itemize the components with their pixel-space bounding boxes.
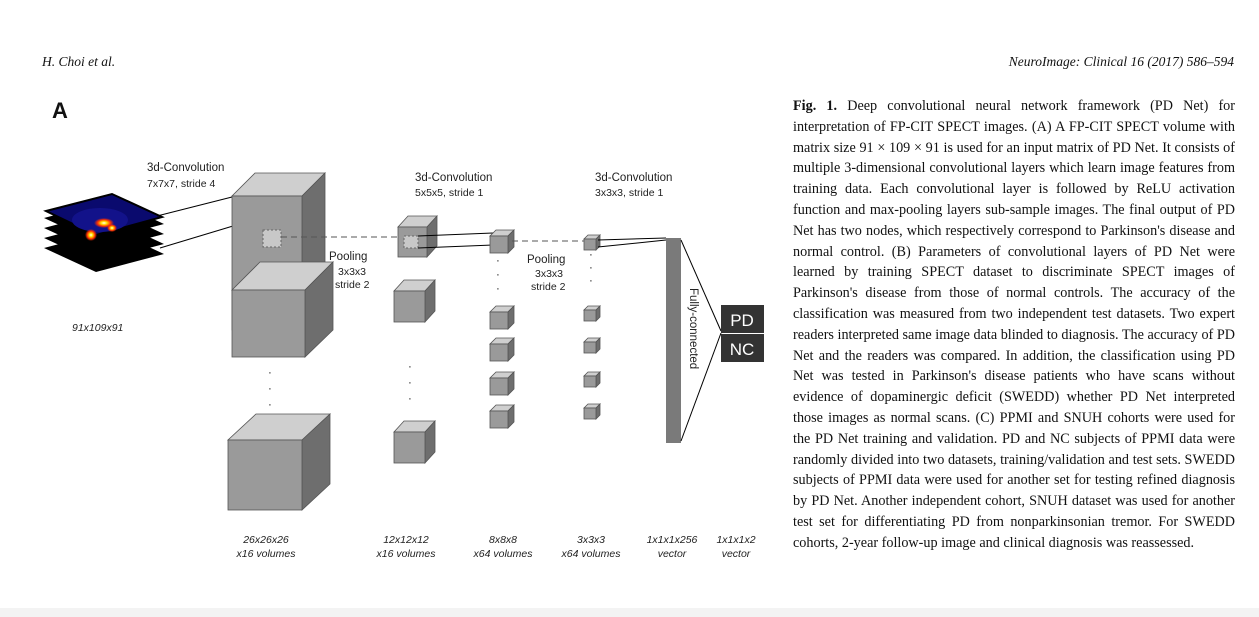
- caption-text: Deep convolutional neural network framew…: [793, 98, 1235, 551]
- network-diagram: 91x109x91 3d-Convolution 7x7x7, stride 4…: [43, 162, 764, 560]
- conv2-cube-1: [489, 229, 515, 254]
- conv3-cube-5: [583, 403, 601, 420]
- conv1-params: 7x7x7, stride 4: [147, 178, 215, 190]
- bottom-label-1b: x16 volumes: [236, 548, 297, 560]
- conv1-cube-3: [226, 413, 332, 511]
- bottom-label-6a: 1x1x1x2: [716, 534, 755, 546]
- output-pd-node: [721, 305, 764, 333]
- conv2-title: 3d-Convolution: [415, 172, 492, 184]
- output-nc-node: [721, 334, 764, 362]
- spect-input-stack: [43, 192, 165, 272]
- pool2-title: Pooling: [527, 254, 565, 266]
- pool1-title: Pooling: [329, 251, 367, 263]
- dots: ·: [589, 249, 593, 261]
- conv3-cube-4: [583, 371, 601, 388]
- conv3-cube-2: [583, 305, 601, 322]
- running-header-authors: H. Choi et al.: [42, 54, 116, 69]
- dots: ·: [496, 283, 500, 295]
- dots: ·: [408, 361, 412, 373]
- bottom-label-4b: x64 volumes: [561, 548, 622, 560]
- caption-label: Fig. 1.: [793, 98, 838, 114]
- dots: ·: [589, 275, 593, 287]
- dots: ·: [408, 377, 412, 389]
- dots: ·: [496, 255, 500, 267]
- bottom-label-4a: 3x3x3: [577, 534, 605, 546]
- bottom-label-5b: vector: [658, 548, 687, 560]
- bottom-label-5a: 1x1x1x256: [647, 534, 698, 546]
- pool1-cube-3: [393, 419, 436, 465]
- dots: ·: [496, 269, 500, 281]
- conv3-params: 3x3x3, stride 1: [595, 187, 663, 199]
- bottom-label-2a: 12x12x12: [383, 534, 429, 546]
- dots: ·: [268, 367, 272, 379]
- panel-letter: A: [52, 98, 68, 123]
- page-bottom-band: [0, 608, 1259, 617]
- pool2-size: 3x3x3: [535, 268, 563, 280]
- input-size-label: 91x109x91: [72, 322, 123, 334]
- conv2-cube-5: [489, 404, 515, 429]
- conv2-cube-2: [489, 305, 515, 330]
- pool1-size: 3x3x3: [338, 266, 366, 278]
- conv3-cube-1: [583, 234, 601, 251]
- dots: ·: [408, 393, 412, 405]
- conv1-cube-2: [231, 261, 334, 358]
- conv2-cube-3: [489, 337, 515, 362]
- fully-connected-bar: [666, 238, 681, 443]
- output-pd-label: PD: [730, 311, 754, 330]
- conv2-params: 5x5x5, stride 1: [415, 187, 483, 199]
- dots: ·: [589, 262, 593, 274]
- pool1-stride: stride 2: [335, 279, 370, 291]
- running-header-journal: NeuroImage: Clinical 16 (2017) 586–594: [1008, 54, 1234, 69]
- pool1-cube-1: [397, 214, 438, 259]
- bottom-label-6b: vector: [722, 548, 751, 560]
- figure-caption: Fig. 1. Deep convolutional neural networ…: [793, 96, 1235, 554]
- dots: ·: [268, 399, 272, 411]
- fully-connected-label: Fully-connected: [687, 288, 699, 369]
- conv3-cube-3: [583, 337, 601, 354]
- conv3-title: 3d-Convolution: [595, 172, 672, 184]
- conv2-cube-4: [489, 371, 515, 396]
- conv1-title: 3d-Convolution: [147, 162, 224, 174]
- bottom-label-1a: 26x26x26: [242, 534, 289, 546]
- pool2-stride: stride 2: [531, 281, 566, 293]
- output-nc-label: NC: [730, 340, 755, 359]
- bottom-label-3b: x64 volumes: [473, 548, 534, 560]
- pool1-cube-2: [393, 278, 436, 324]
- bottom-label-3a: 8x8x8: [489, 534, 517, 546]
- bottom-label-2b: x16 volumes: [376, 548, 437, 560]
- dots: ·: [268, 383, 272, 395]
